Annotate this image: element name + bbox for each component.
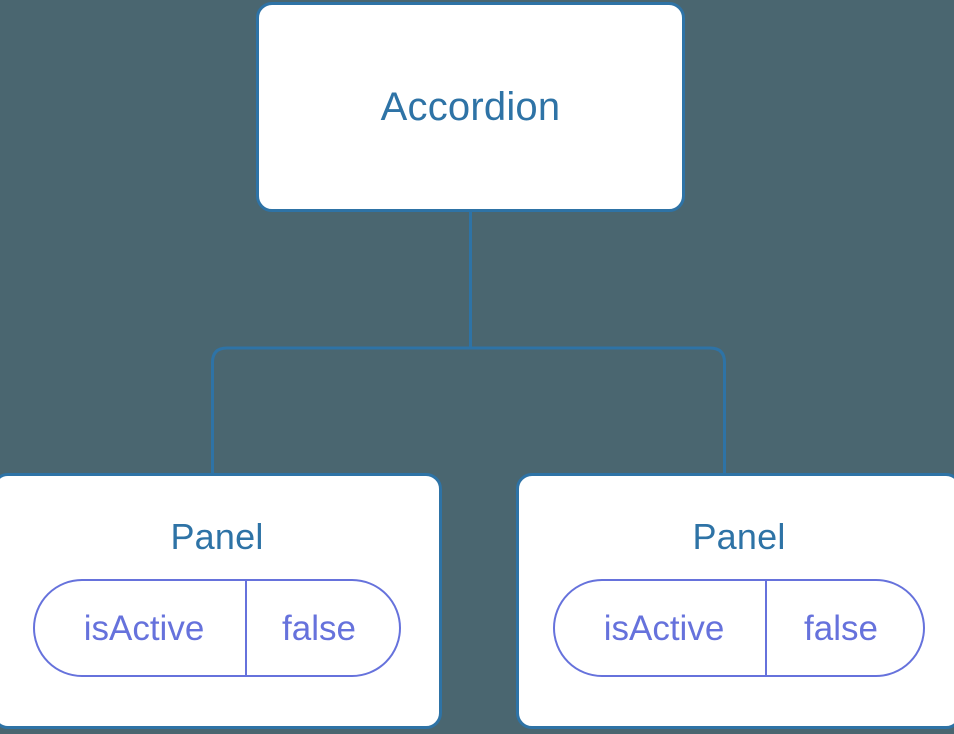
state-key-panel-2: isActive — [555, 581, 767, 675]
tree-node-panel-1[interactable]: Panel isActive false — [0, 473, 442, 729]
state-value-panel-2: false — [804, 608, 878, 648]
state-key-panel-1: isActive — [35, 581, 247, 675]
state-value-panel-1: false — [282, 608, 356, 648]
node-title-accordion: Accordion — [380, 85, 561, 129]
state-badge-panel-1[interactable]: isActive false — [33, 579, 401, 677]
connector-branch-left — [211, 346, 471, 474]
node-title-panel-2: Panel — [692, 516, 786, 557]
tree-node-accordion[interactable]: Accordion — [256, 2, 685, 212]
node-title-panel-1: Panel — [170, 516, 264, 557]
connector-branch-right — [470, 346, 726, 474]
state-badge-panel-2[interactable]: isActive false — [553, 579, 925, 677]
tree-node-panel-2[interactable]: Panel isActive false — [516, 473, 954, 729]
